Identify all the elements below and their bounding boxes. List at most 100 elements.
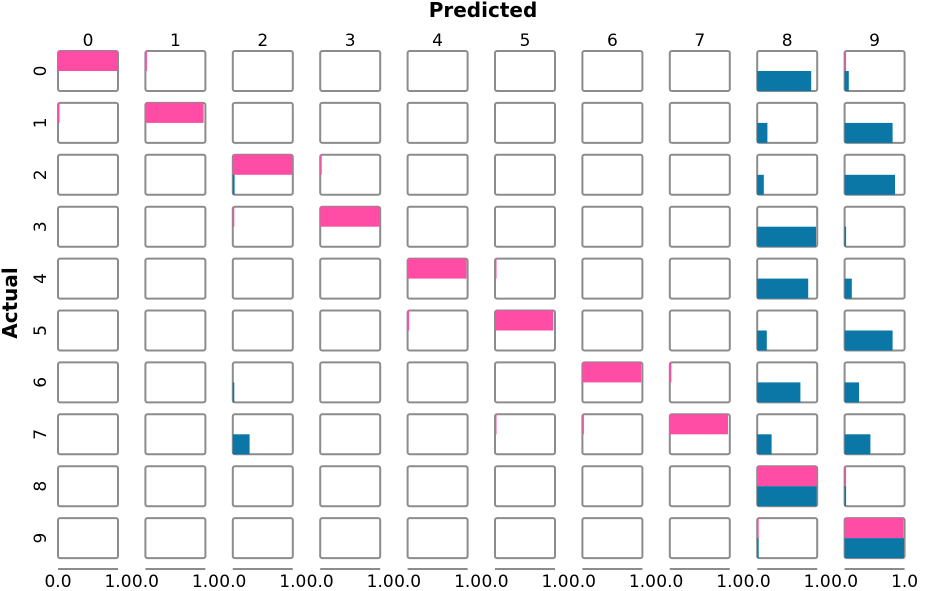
cell-frame xyxy=(319,413,382,456)
cell-frame xyxy=(406,361,469,404)
cell-frame xyxy=(144,205,207,248)
x-tick-label: 1.0 xyxy=(891,572,918,591)
bar-top-6-6 xyxy=(582,362,642,383)
x-tick-label: 1.0 xyxy=(367,572,394,591)
x-tick-label: 1.0 xyxy=(716,572,743,591)
predicted-label-5: 5 xyxy=(520,31,531,51)
cell-frame xyxy=(494,361,556,404)
bar-bottom-0-8 xyxy=(757,71,812,91)
predicted-label-7: 7 xyxy=(694,31,705,51)
cell-4-0 xyxy=(57,257,119,300)
bar-top-6-7 xyxy=(669,362,672,383)
cell-7-3 xyxy=(319,413,382,456)
cell-9-9 xyxy=(843,517,906,560)
cell-8-7 xyxy=(668,465,731,508)
cell-0-5 xyxy=(494,50,556,92)
cell-frame xyxy=(581,205,644,248)
bar-top-3-3 xyxy=(320,206,380,227)
x-tick-label: 1.0 xyxy=(629,572,656,591)
cell-frame xyxy=(231,517,294,560)
cell-8-2 xyxy=(231,465,294,508)
cell-3-5 xyxy=(494,205,556,248)
x-tick-label: 0.0 xyxy=(569,572,596,591)
cell-2-8 xyxy=(756,153,819,196)
actual-label-0: 0 xyxy=(31,66,51,77)
cell-2-7 xyxy=(668,153,731,196)
cell-frame xyxy=(57,517,119,560)
cell-0-2 xyxy=(231,50,294,92)
bar-bottom-5-8 xyxy=(757,330,767,351)
cell-4-5 xyxy=(494,257,556,300)
x-tick-label: 0.0 xyxy=(44,572,71,591)
bar-bottom-6-9 xyxy=(844,382,859,403)
x-tick-label: 1.0 xyxy=(192,572,219,591)
cell-frame xyxy=(668,517,731,560)
x-tick-label: 1.0 xyxy=(804,572,831,591)
cell-8-1 xyxy=(144,465,207,508)
cell-2-2 xyxy=(231,153,294,196)
cell-frame xyxy=(494,413,556,456)
cell-9-7 xyxy=(668,517,731,560)
cell-7-1 xyxy=(144,413,207,456)
cell-frame xyxy=(581,257,644,300)
cell-0-0 xyxy=(57,50,119,92)
cell-8-0 xyxy=(57,465,119,508)
bar-bottom-2-2 xyxy=(232,174,235,195)
bar-bottom-4-9 xyxy=(844,278,852,299)
cell-8-4 xyxy=(406,465,469,508)
cell-4-1 xyxy=(144,257,207,300)
cell-2-0 xyxy=(57,153,119,196)
cell-1-6 xyxy=(581,101,644,144)
cell-6-3 xyxy=(319,361,382,404)
cell-2-6 xyxy=(581,153,644,196)
predicted-label-3: 3 xyxy=(345,31,356,51)
cell-0-3 xyxy=(319,50,382,92)
y-axis-title: Actual xyxy=(0,267,22,338)
cell-frame xyxy=(319,153,382,196)
cell-frame xyxy=(319,257,382,300)
cell-4-9 xyxy=(843,257,906,300)
cell-frame xyxy=(406,465,469,508)
cell-0-9 xyxy=(843,50,906,92)
x-tick-label: 0.0 xyxy=(481,572,508,591)
cell-6-8 xyxy=(756,361,819,404)
bar-top-7-6 xyxy=(582,414,584,435)
cell-frame xyxy=(144,465,207,508)
cell-3-0 xyxy=(57,205,119,248)
cell-6-5 xyxy=(494,361,556,404)
bar-top-5-5 xyxy=(495,310,554,331)
cell-2-1 xyxy=(144,153,207,196)
cell-6-1 xyxy=(144,361,207,404)
cell-frame xyxy=(668,205,731,248)
cell-9-1 xyxy=(144,517,207,560)
cell-frame xyxy=(843,50,906,92)
cell-7-8 xyxy=(756,413,819,456)
cell-frame xyxy=(144,413,207,456)
x-tick-label: 0.0 xyxy=(219,572,246,591)
cell-6-0 xyxy=(57,361,119,404)
cell-6-9 xyxy=(843,361,906,404)
cell-5-6 xyxy=(581,309,644,352)
cell-2-9 xyxy=(843,153,906,196)
bar-top-7-7 xyxy=(669,414,728,435)
cell-frame xyxy=(406,309,469,352)
cell-frame xyxy=(144,309,207,352)
cell-8-9 xyxy=(843,465,906,508)
bar-top-5-4 xyxy=(407,310,410,331)
cell-frame xyxy=(406,413,469,456)
cell-1-3 xyxy=(319,101,382,144)
cell-8-8 xyxy=(756,465,819,508)
cell-frame xyxy=(494,205,556,248)
bar-top-1-0 xyxy=(58,102,60,123)
x-tick-label: 0.0 xyxy=(656,572,683,591)
cell-3-3 xyxy=(319,205,382,248)
x-tick-label: 0.0 xyxy=(744,572,771,591)
x-tick-label: 1.0 xyxy=(454,572,481,591)
cell-2-4 xyxy=(406,153,469,196)
bar-top-8-8 xyxy=(757,466,817,487)
cell-5-2 xyxy=(231,309,294,352)
bar-bottom-3-8 xyxy=(757,226,816,247)
cell-3-7 xyxy=(668,205,731,248)
bar-bottom-9-9 xyxy=(844,538,904,559)
